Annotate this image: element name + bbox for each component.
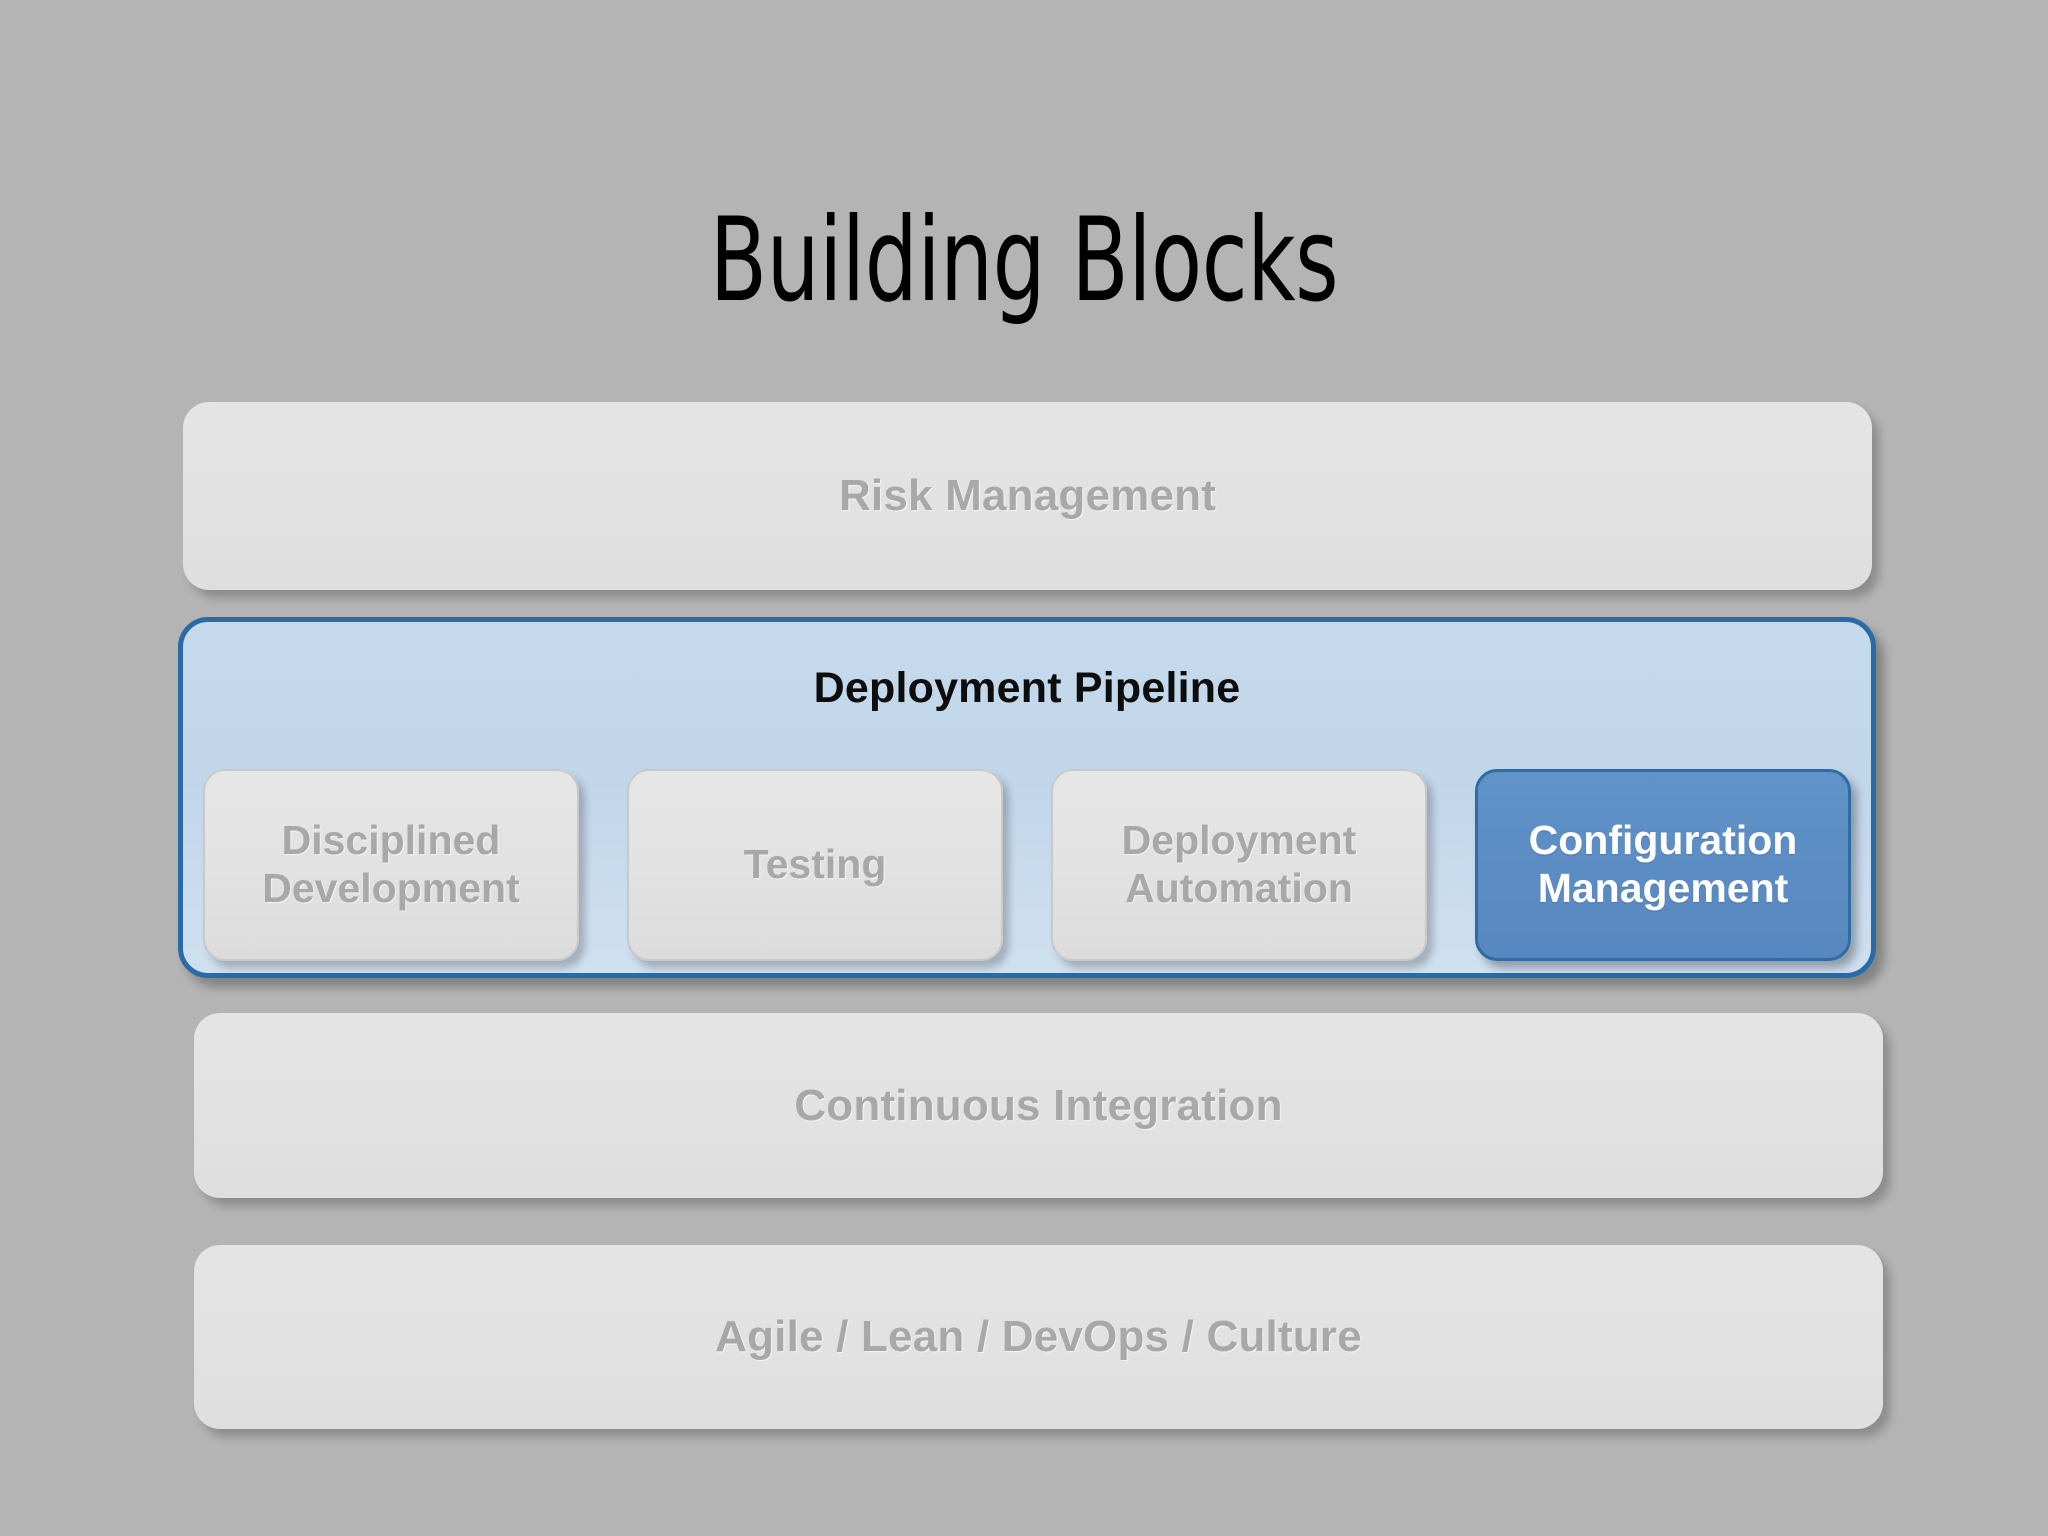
pipeline-item-label: Testing — [744, 841, 887, 889]
layer-agile-lean-devops-culture-label: Agile / Lean / DevOps / Culture — [715, 1312, 1362, 1361]
layer-risk-management[interactable]: Risk Management — [183, 402, 1872, 590]
pipeline-item-line2: Development — [262, 865, 520, 911]
page-title: Building Blocks — [709, 192, 1339, 328]
pipeline-item-line2: Automation — [1125, 865, 1353, 911]
pipeline-item-line1: Testing — [743, 841, 887, 888]
pipeline-item-line1: Deployment — [1121, 817, 1357, 864]
pipeline-item-line1: Configuration — [1528, 817, 1798, 864]
layer-risk-management-label: Risk Management — [838, 471, 1217, 520]
layer-continuous-integration-label: Continuous Integration — [794, 1080, 1283, 1130]
layer-agile-lean-devops-culture[interactable]: Agile / Lean / DevOps / Culture — [194, 1245, 1883, 1429]
pipeline-item-testing[interactable]: Testing — [627, 769, 1003, 961]
pipeline-item-line1: Disciplined — [281, 817, 501, 864]
layer-continuous-integration[interactable]: Continuous Integration — [194, 1013, 1883, 1198]
layer-deployment-pipeline-label: Deployment Pipeline — [813, 664, 1241, 712]
pipeline-item-line2: Management — [1537, 865, 1789, 911]
